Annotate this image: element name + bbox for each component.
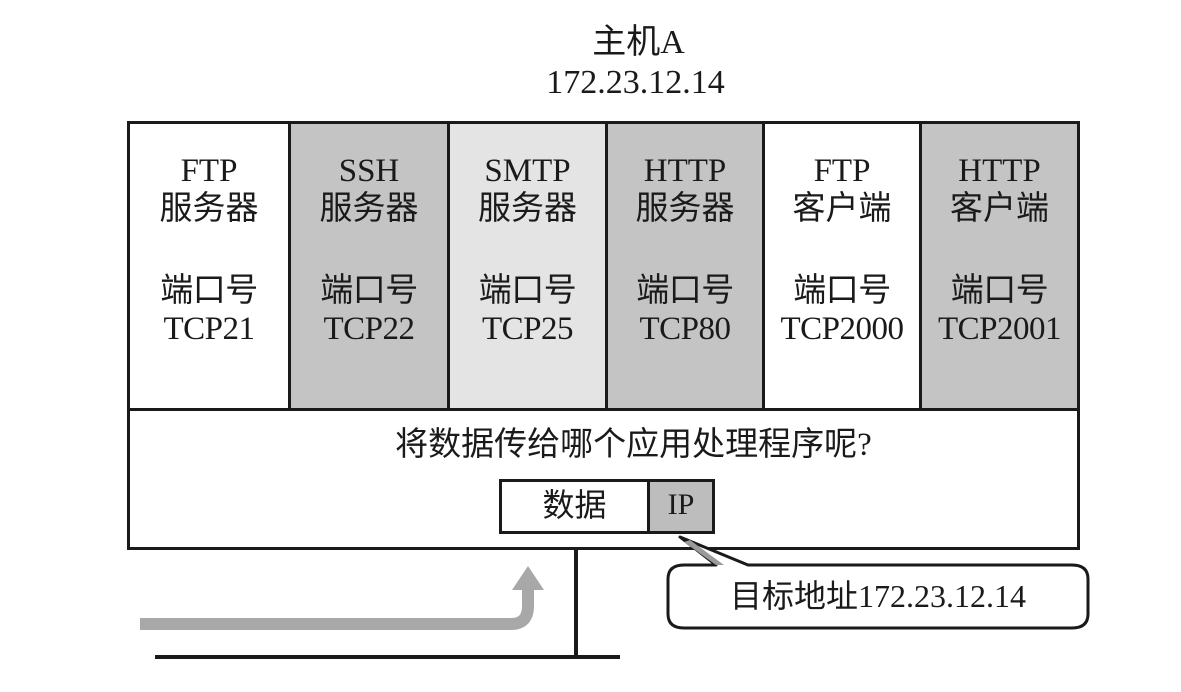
app-role: 客户端 xyxy=(950,191,1049,227)
app-role: 服务器 xyxy=(478,191,577,227)
app-name: SSH xyxy=(338,153,400,189)
app-name: FTP xyxy=(180,153,238,189)
app-cell: FTP 服务器 端口号 TCP21 xyxy=(130,124,291,408)
app-role: 服务器 xyxy=(319,191,419,227)
app-name: FTP xyxy=(813,153,871,189)
packet-data-field: 数据 xyxy=(502,482,650,531)
app-cell: HTTP 服务器 端口号 TCP80 xyxy=(608,124,765,408)
port-number: TCP80 xyxy=(639,311,731,347)
app-cell: SSH 服务器 端口号 TCP22 xyxy=(291,124,450,408)
packet: 数据 IP xyxy=(499,479,715,534)
port-label: 端口号 xyxy=(793,273,891,309)
incoming-arrow xyxy=(140,588,534,630)
callout-pointer-shadow xyxy=(684,540,724,565)
port-label: 端口号 xyxy=(950,273,1049,309)
host-box: FTP 服务器 端口号 TCP21 SSH 服务器 端口号 TCP22 SMTP… xyxy=(127,121,1080,550)
app-name: HTTP xyxy=(958,153,1041,189)
app-role: 服务器 xyxy=(159,191,259,227)
app-role: 客户端 xyxy=(792,191,892,227)
applications-row: FTP 服务器 端口号 TCP21 SSH 服务器 端口号 TCP22 SMTP… xyxy=(130,124,1077,411)
callout-destination-address: 目标地址172.23.12.14 xyxy=(729,578,1026,614)
app-name: SMTP xyxy=(484,153,571,189)
port-number: TCP22 xyxy=(323,311,415,347)
question-text: 将数据传给哪个应用处理程序呢? xyxy=(395,427,872,463)
app-role: 服务器 xyxy=(635,191,735,227)
host-name: 主机A xyxy=(592,24,685,61)
port-number: TCP25 xyxy=(481,311,574,347)
port-label: 端口号 xyxy=(478,273,577,309)
app-cell: HTTP 客户端 端口号 TCP2001 xyxy=(922,124,1077,408)
port-number: TCP2001 xyxy=(937,311,1062,347)
host-ip-address: 172.23.12.14 xyxy=(546,64,725,101)
app-name: HTTP xyxy=(643,153,727,189)
port-label: 端口号 xyxy=(636,273,734,309)
callout-bubble xyxy=(666,535,1090,630)
port-label: 端口号 xyxy=(320,273,418,309)
port-number: TCP21 xyxy=(163,311,255,347)
port-label: 端口号 xyxy=(160,273,258,309)
packet-ip-header: IP xyxy=(650,482,712,531)
app-cell: FTP 客户端 端口号 TCP2000 xyxy=(765,124,922,408)
app-cell: SMTP 服务器 端口号 TCP25 xyxy=(450,124,608,408)
incoming-arrowhead xyxy=(512,566,544,590)
port-number: TCP2000 xyxy=(780,311,904,347)
